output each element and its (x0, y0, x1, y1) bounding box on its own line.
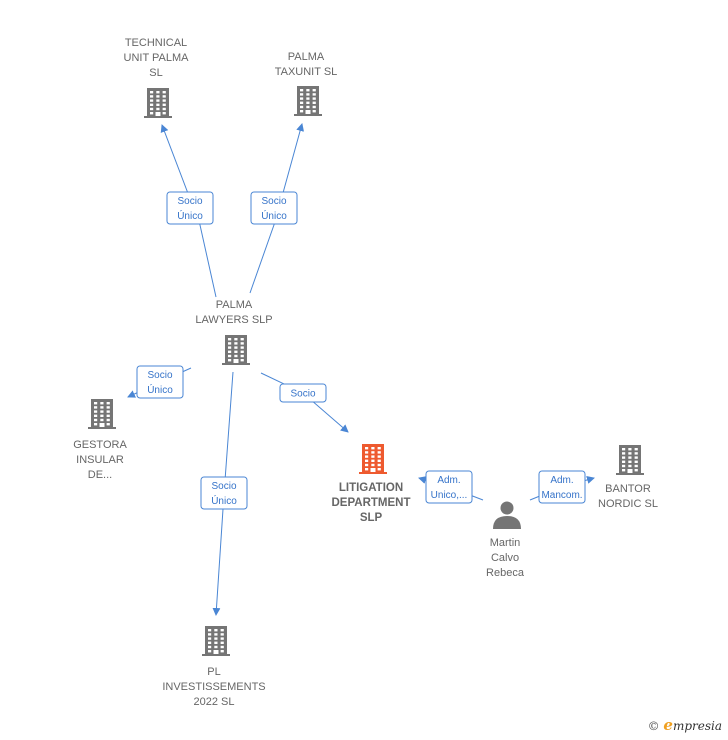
edge-label-text: Adm. (550, 475, 573, 486)
person-icon (493, 501, 521, 529)
node-label-taxunit: PALMA (288, 51, 325, 63)
node-label-gestora: DE... (88, 469, 112, 481)
edge-label-text: Socio (177, 196, 202, 207)
edge-label-box[interactable] (166, 191, 214, 225)
brand-initial: e (663, 716, 673, 734)
node-litigation[interactable]: LITIGATION DEPARTMENT SLP (331, 444, 411, 524)
building-icon (88, 399, 116, 429)
node-gestora[interactable]: GESTORA INSULAR DE... (73, 399, 127, 481)
node-label-technical: TECHNICAL (125, 37, 187, 49)
edge-label-box[interactable] (425, 470, 473, 504)
node-lawyers[interactable]: PALMA LAWYERS SLP (195, 299, 273, 365)
edge-label-box[interactable] (279, 383, 327, 403)
node-label-martin: Rebeca (486, 567, 525, 579)
node-label-martin: Calvo (491, 552, 519, 564)
copyright-symbol: © (647, 719, 660, 733)
edge-label-text: Mancom. (541, 490, 582, 501)
node-pl[interactable]: PL INVESTISSEMENTS 2022 SL (162, 626, 266, 708)
node-label-lawyers: PALMA (216, 299, 253, 311)
node-label-bantor: BANTOR (605, 483, 651, 495)
node-label-pl: PL (207, 666, 220, 678)
node-label-bantor: NORDIC SL (598, 498, 658, 510)
edge-label-text: Adm. (437, 475, 460, 486)
building-icon (222, 335, 250, 365)
edge-label-text: Socio (290, 389, 315, 400)
node-label-pl: 2022 SL (194, 696, 235, 708)
node-label-gestora: INSULAR (76, 454, 124, 466)
edge-lawyers-to-litigation: Socio (260, 372, 349, 433)
edge-label-box[interactable] (250, 191, 298, 225)
building-icon (144, 88, 172, 118)
building-icon (294, 86, 322, 116)
node-label-martin: Martin (490, 537, 521, 549)
edge-label-text: Unico,... (431, 490, 468, 501)
edge-label-text: Socio (261, 196, 286, 207)
node-taxunit[interactable]: PALMA TAXUNIT SL (275, 51, 338, 116)
brand-name: mpresia (672, 719, 722, 733)
footer-credit: © empresia (648, 716, 722, 734)
node-label-pl: INVESTISSEMENTS (162, 681, 265, 693)
edge-martin-to-litigation: Adm. Unico,... (418, 470, 484, 504)
edge-line (160, 124, 217, 298)
node-label-technical: SL (149, 67, 162, 79)
building-icon (616, 445, 644, 475)
node-label-taxunit: TAXUNIT SL (275, 66, 338, 78)
edge-label-text: Socio (147, 370, 172, 381)
node-label-litigation: DEPARTMENT (331, 497, 410, 509)
building-icon (202, 626, 230, 656)
node-label-litigation: SLP (360, 512, 383, 524)
node-label-gestora: GESTORA (73, 439, 127, 451)
edge-label-text: Único (261, 209, 287, 222)
edge-martin-to-bantor: Adm. Mancom. (529, 470, 595, 504)
edge-label-text: Único (211, 494, 237, 507)
node-bantor[interactable]: BANTOR NORDIC SL (598, 445, 658, 510)
edge-label-box[interactable] (200, 476, 248, 510)
node-technical[interactable]: TECHNICAL UNIT PALMA SL (124, 37, 190, 118)
edge-label-text: Único (147, 383, 173, 396)
edge-label-text: Socio (211, 481, 236, 492)
node-label-lawyers: LAWYERS SLP (195, 314, 272, 326)
node-label-technical: UNIT PALMA (124, 52, 190, 64)
edge-label-box[interactable] (136, 365, 184, 399)
node-label-litigation: LITIGATION (339, 482, 403, 494)
edge-label-box[interactable] (538, 470, 586, 504)
edge-label-text: Único (177, 209, 203, 222)
building-icon (359, 444, 387, 474)
